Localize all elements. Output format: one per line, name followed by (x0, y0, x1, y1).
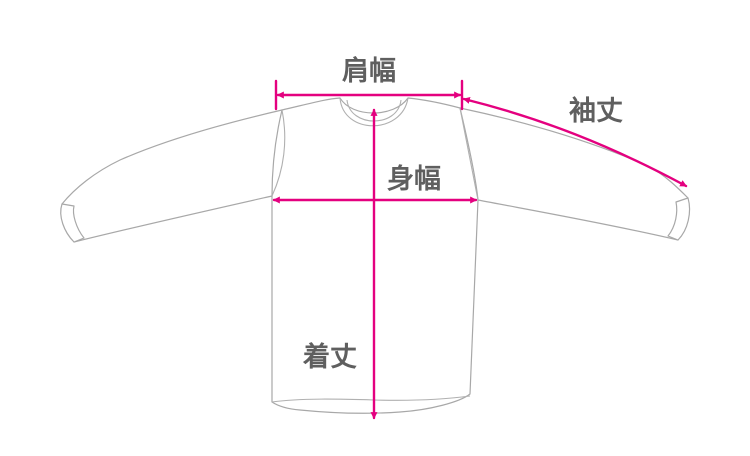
left-cuff (60, 203, 85, 243)
body-width-label: 身幅 (387, 163, 441, 195)
left-sleeve (61, 109, 283, 243)
sleeve-length-arrow (462, 97, 688, 188)
sleeve-length-label: 袖丈 (569, 96, 623, 127)
left-armhole-seam (271, 109, 286, 197)
shoulder-width-label: 肩幅 (342, 55, 396, 87)
total-length-label: 着丈 (302, 341, 357, 373)
right-cuff (667, 197, 691, 241)
right-sleeve (459, 107, 689, 241)
